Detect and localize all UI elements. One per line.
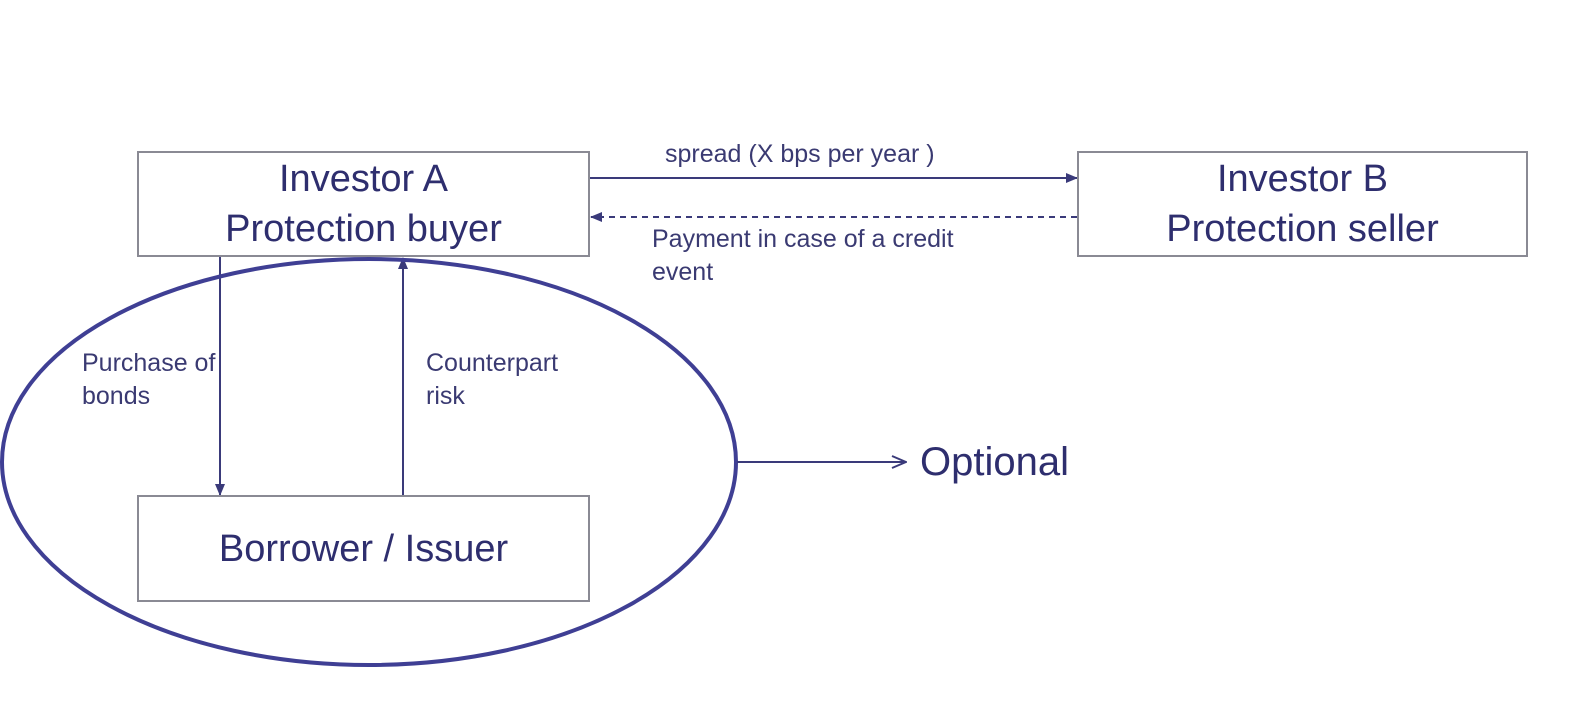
investor-a-title: Investor A bbox=[279, 158, 448, 200]
investor-a-role: Protection buyer bbox=[225, 208, 502, 250]
purchase-label-line1: Purchase of bbox=[82, 349, 216, 377]
payment-label: Payment in case of a credit event bbox=[652, 223, 954, 289]
counterpart-label: Counterpart risk bbox=[426, 347, 558, 413]
investor-b-box: Investor B Protection seller bbox=[1077, 151, 1528, 257]
counterpart-label-line2: risk bbox=[426, 382, 465, 410]
investor-b-role: Protection seller bbox=[1166, 208, 1439, 250]
borrower-box: Borrower / Issuer bbox=[137, 495, 590, 602]
investor-a-box: Investor A Protection buyer bbox=[137, 151, 590, 257]
investor-b-title: Investor B bbox=[1216, 158, 1389, 200]
counterpart-label-line1: Counterpart bbox=[426, 349, 559, 377]
purchase-label-line2: bonds bbox=[82, 382, 151, 410]
purchase-label: Purchase of bonds bbox=[82, 347, 215, 413]
optional-ellipse bbox=[0, 257, 738, 667]
optional-label: Optional bbox=[920, 440, 1069, 484]
borrower-label: Borrower / Issuer bbox=[218, 527, 509, 570]
payment-label-line1: Payment in case of a credit bbox=[652, 225, 954, 253]
spread-label: spread (X bps per year ) bbox=[665, 140, 935, 168]
payment-label-line2: event bbox=[652, 258, 714, 286]
